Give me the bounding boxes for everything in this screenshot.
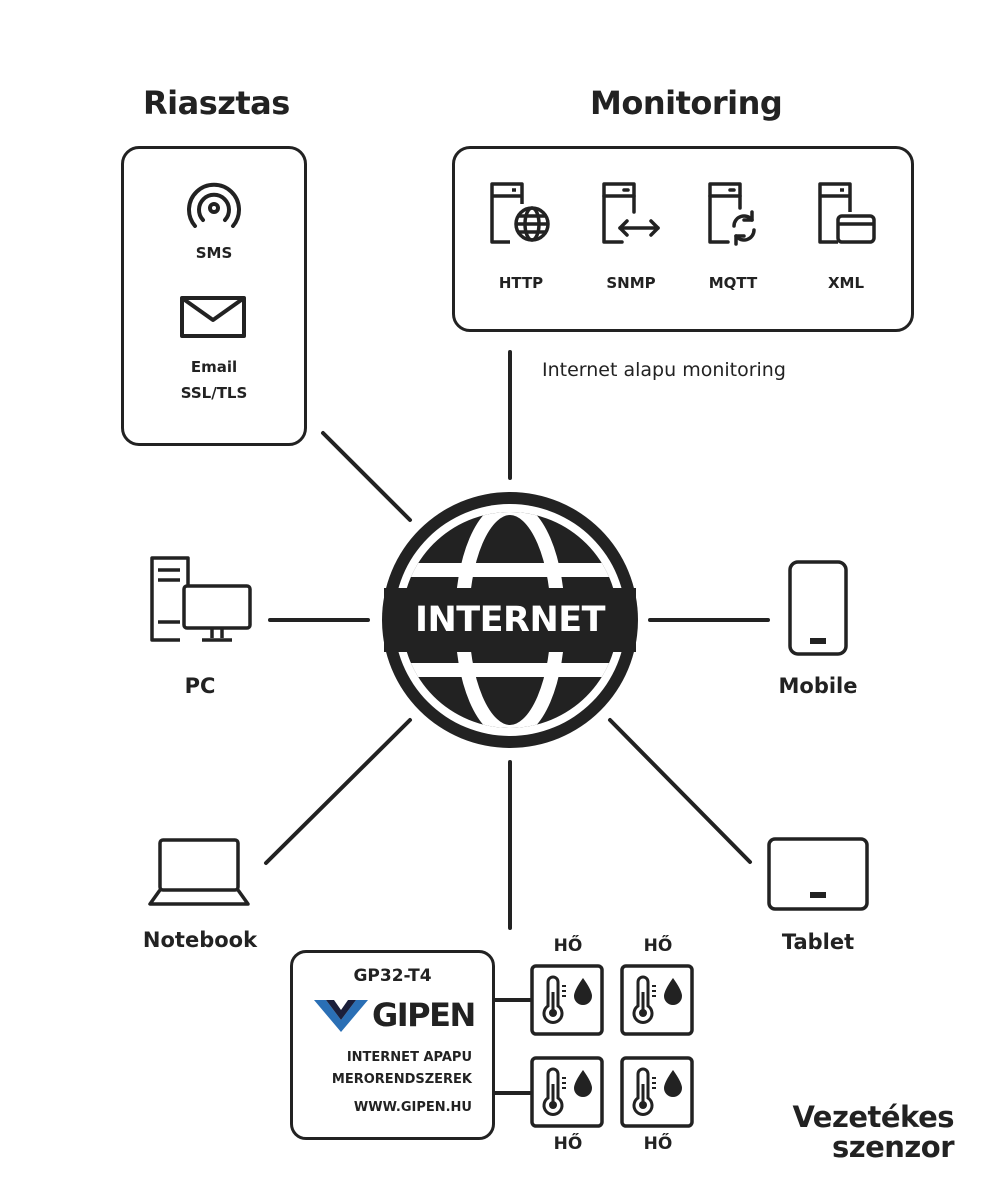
mobile-label: Mobile [778,674,858,698]
sensor-label-3: HŐ [553,1134,583,1154]
notebook-label: Notebook [142,928,258,952]
envelope-icon [180,296,246,338]
notebook-icon [148,838,250,906]
server-sync-icon [708,182,756,246]
protocol-xml: XML [827,274,865,292]
tablet-label: Tablet [781,930,855,954]
alerting-title: Riasztas [143,84,290,122]
sensor-box [620,964,694,1040]
alerting-panel [121,146,307,446]
email-label: Email [190,358,238,376]
gipen-line1: INTERNET APAPU [346,1050,472,1065]
wired-sensor-caption: Vezetékes szenzor [760,1102,954,1162]
mobile-phone-icon [788,560,848,656]
gipen-url: WWW.GIPEN.HU [353,1100,472,1115]
thermometer-drop-icon [530,964,604,1036]
wired-line1: Vezetékes [792,1100,954,1134]
sensor-box [620,1056,694,1132]
thermometer-drop-icon [620,964,694,1036]
monitoring-title: Monitoring [590,84,783,122]
monitoring-panel [452,146,914,332]
protocol-http: HTTP [498,274,544,292]
server-transfer-icon [602,182,660,244]
sensor-label-1: HŐ [553,936,583,956]
monitoring-caption: Internet alapu monitoring [542,359,786,381]
tablet-icon [767,837,869,911]
gipen-line2: MERORENDSZEREK [331,1072,472,1087]
email-sub-label: SSL/TLS [180,384,248,402]
gipen-logo-icon [314,1000,368,1032]
gipen-model: GP32-T4 [353,966,432,986]
internet-globe-icon [382,492,638,748]
server-globe-icon [490,182,550,244]
wired-line2: szenzor [831,1130,955,1164]
sensor-box [530,964,604,1040]
internet-label: INTERNET [414,600,606,640]
server-window-icon [818,182,876,244]
gipen-device-panel [290,950,495,1140]
sensor-label-2: HŐ [643,936,673,956]
thermometer-drop-icon [530,1056,604,1128]
pc-label: PC [184,674,216,698]
desktop-pc-icon [150,556,252,642]
sms-label: SMS [195,244,233,262]
sensor-label-4: HŐ [643,1134,673,1154]
thermometer-drop-icon [620,1056,694,1128]
sensor-box [530,1056,604,1132]
gipen-brand: GIPEN [372,996,476,1034]
protocol-snmp: SNMP [606,274,656,292]
protocol-mqtt: MQTT [708,274,758,292]
wireless-signal-icon [187,182,241,228]
